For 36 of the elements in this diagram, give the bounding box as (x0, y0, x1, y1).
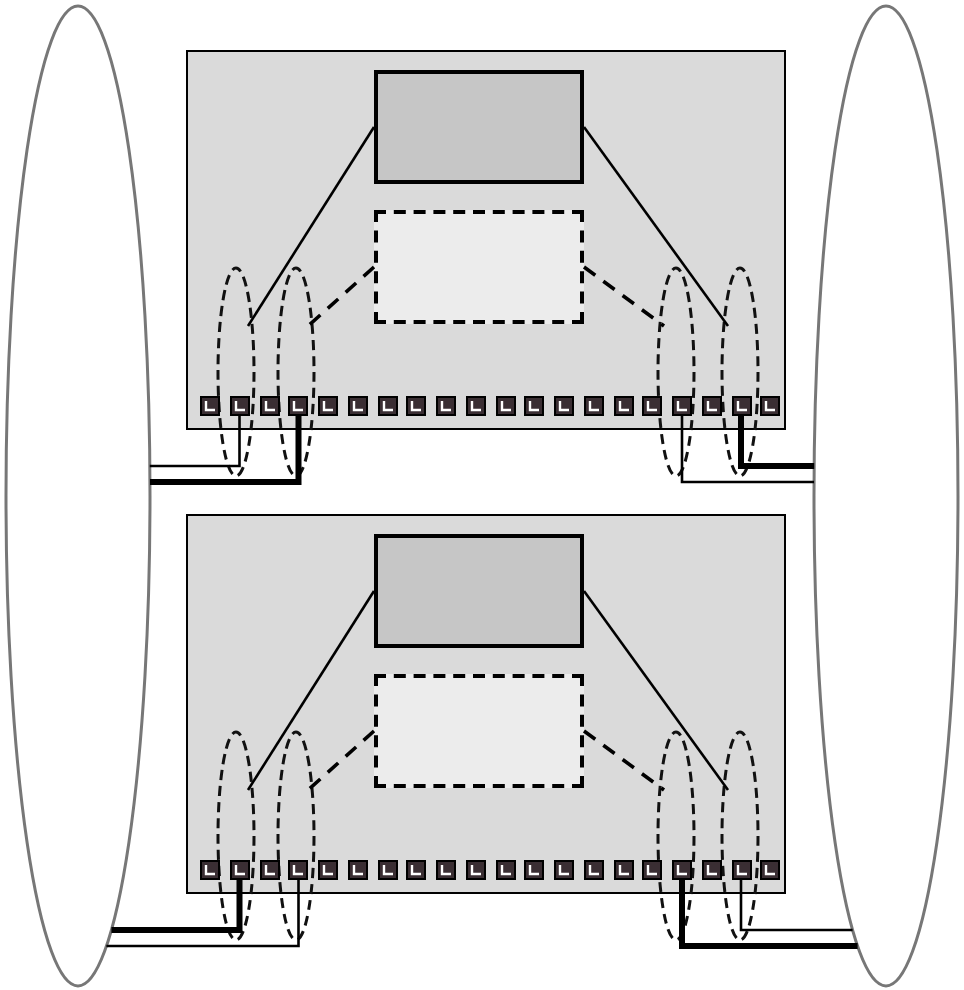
wire (679, 880, 858, 949)
wire (106, 880, 300, 948)
dashed-loop (276, 730, 316, 942)
connector-pin (672, 860, 692, 880)
wire (149, 416, 241, 468)
connector-pin (288, 860, 309, 880)
dashed-loop (720, 266, 760, 478)
dashed-loop (720, 730, 760, 942)
dashed-loop (656, 266, 696, 478)
wire (739, 880, 853, 932)
connector-pin (229, 860, 250, 880)
dashed-loop (216, 730, 256, 942)
connector-pin (672, 396, 692, 416)
connector-line (582, 126, 730, 327)
connector-pin (288, 396, 309, 416)
wire (680, 416, 814, 484)
connector-line (306, 729, 376, 792)
oval-region (4, 4, 152, 988)
connector-pin (731, 860, 751, 880)
connector-pin (229, 396, 250, 416)
chip-box (374, 534, 584, 648)
connector-line (582, 590, 730, 791)
connector-pin (731, 396, 751, 416)
dashed-loop (276, 266, 316, 478)
connector-line (306, 265, 376, 328)
dashed-loop (656, 730, 696, 942)
wire (738, 416, 815, 469)
wire (150, 416, 302, 485)
dashed-chip-box (374, 674, 584, 788)
wire (111, 880, 243, 933)
dashed-chip-box (374, 210, 584, 324)
connector-line (582, 729, 666, 792)
dashed-loop (216, 266, 256, 478)
connector-line (582, 265, 666, 328)
oval-region (812, 4, 960, 988)
chip-box (374, 70, 584, 184)
